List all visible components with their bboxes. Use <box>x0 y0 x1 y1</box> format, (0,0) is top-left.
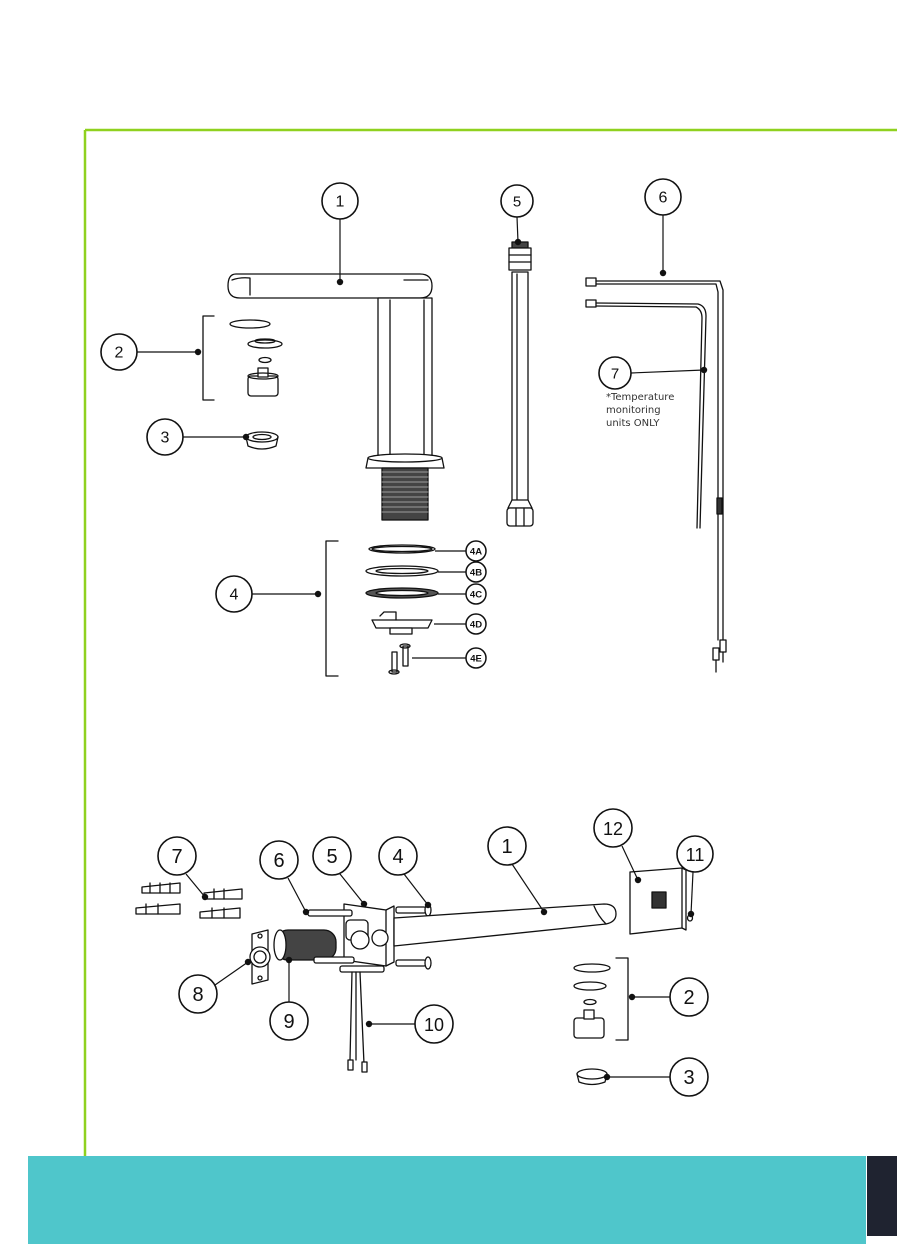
bottom-callout-7: 7 <box>158 837 196 875</box>
top-callout-3-label: 3 <box>161 430 170 447</box>
top-part-3-ring <box>246 432 278 449</box>
top-callout-7-leader-dot <box>701 367 707 373</box>
top-callout-4-label: 4 <box>230 587 239 604</box>
bottom-callout-11-leader <box>691 872 693 914</box>
bottom-callout-9-leader-dot <box>286 957 292 963</box>
bottom-callout-6-leader-dot <box>303 909 309 915</box>
top-sensor-cables <box>586 278 726 672</box>
bottom-callout-1-label: 1 <box>501 836 512 858</box>
bottom-callout-8-label: 8 <box>192 984 203 1006</box>
bottom-callout-2-leader-dot <box>629 994 635 1000</box>
top-callout-5-leader <box>517 217 518 242</box>
top-callout-7-label: 7 <box>611 366 619 383</box>
bottom-aerator-parts <box>574 958 628 1040</box>
top-aerator-parts <box>203 316 282 400</box>
bottom-callout-8-leader-dot <box>245 959 251 965</box>
bottom-callout-2: 2 <box>670 978 708 1016</box>
bottom-callout-6-leader <box>288 878 306 912</box>
bottom-callout-12-label: 12 <box>603 819 623 839</box>
top-callout-6: 6 <box>645 179 681 215</box>
bottom-callout-4: 4 <box>379 837 417 875</box>
bottom-callout-10: 10 <box>415 1005 453 1043</box>
top-callout-1-leader-dot <box>337 279 343 285</box>
bottom-callout-11-label: 11 <box>686 845 705 865</box>
bottom-callout-7-leader <box>186 874 205 897</box>
bottom-callout-12-leader-dot <box>635 877 641 883</box>
bottom-mounting-box <box>308 904 394 1072</box>
top-callout-4: 4 <box>216 576 252 612</box>
bottom-callout-5-leader-dot <box>361 901 367 907</box>
bottom-callout-11-leader-dot <box>688 911 694 917</box>
top-callout-2-label: 2 <box>115 345 124 362</box>
note-line-3: units ONLY <box>606 418 660 429</box>
bottom-callout-8-leader <box>215 962 248 985</box>
sub-callout-4c-label: 4C <box>470 590 482 601</box>
sub-callout-4b-label: 4B <box>470 568 482 579</box>
bottom-callout-3-label: 3 <box>683 1067 694 1089</box>
bottom-callout-6: 6 <box>260 841 298 879</box>
bottom-callout-4-label: 4 <box>392 846 403 868</box>
top-fixing-kit <box>326 541 438 676</box>
top-callout-7: 7 <box>599 357 631 389</box>
top-callout-7-leader <box>631 370 704 373</box>
top-callout-1: 1 <box>322 183 358 219</box>
sub-callout-4e: 4E <box>466 648 486 668</box>
top-callout-6-leader-dot <box>660 270 666 276</box>
sub-callout-4d-label: 4D <box>470 620 482 631</box>
bottom-callout-3: 3 <box>670 1058 708 1096</box>
top-callout-4-leader-dot <box>315 591 321 597</box>
sub-callout-4e-label: 4E <box>470 654 482 665</box>
sub-callout-4a: 4A <box>466 541 486 561</box>
bottom-callout-7-leader-dot <box>202 894 208 900</box>
footer-dark-tab <box>867 1156 897 1236</box>
bottom-callout-5-leader <box>340 874 364 904</box>
bottom-callout-2-label: 2 <box>683 987 694 1009</box>
bottom-callout-6-label: 6 <box>273 850 284 872</box>
bottom-part-3-ring <box>577 1069 607 1085</box>
bottom-callout-9: 9 <box>270 1002 308 1040</box>
bottom-callout-9-label: 9 <box>283 1011 294 1033</box>
bottom-callout-1: 1 <box>488 827 526 865</box>
bottom-threaded-sleeve <box>274 930 336 960</box>
top-callout-3-leader-dot <box>243 434 249 440</box>
top-callout-5-leader-dot <box>515 239 521 245</box>
top-callout-6-label: 6 <box>659 190 668 207</box>
sub-callout-4c: 4C <box>466 584 486 604</box>
top-tap-body <box>228 274 444 520</box>
bottom-callout-1-leader <box>512 864 544 912</box>
bottom-callout-10-leader-dot <box>366 1021 372 1027</box>
bottom-callout-5: 5 <box>313 837 351 875</box>
top-callout-5-label: 5 <box>513 194 521 211</box>
bottom-wall-bracket <box>250 930 270 984</box>
top-callout-2: 2 <box>101 334 137 370</box>
bottom-callout-5-label: 5 <box>326 846 337 868</box>
top-callout-3: 3 <box>147 419 183 455</box>
bottom-callout-8: 8 <box>179 975 217 1013</box>
top-callout-2-leader-dot <box>195 349 201 355</box>
bottom-callout-10-label: 10 <box>424 1015 444 1035</box>
note-line-2: monitoring <box>606 405 661 416</box>
note-line-1: *Temperature <box>606 392 674 403</box>
sub-callout-4a-label: 4A <box>470 547 482 558</box>
bottom-callout-7-label: 7 <box>171 846 182 868</box>
bottom-callout-12: 12 <box>594 809 632 847</box>
bottom-callout-11: 11 <box>677 836 713 872</box>
top-callout-5: 5 <box>501 185 533 217</box>
bottom-callout-4-leader <box>404 874 428 905</box>
sub-callout-4b: 4B <box>466 562 486 582</box>
top-callout-1-label: 1 <box>336 194 345 211</box>
bottom-wall-plugs <box>136 883 242 918</box>
bottom-callout-4-leader-dot <box>425 902 431 908</box>
sub-callout-4d: 4D <box>466 614 486 634</box>
bottom-callout-1-leader-dot <box>541 909 547 915</box>
footer-band <box>28 1156 866 1244</box>
bottom-callout-3-leader-dot <box>604 1074 610 1080</box>
top-flexible-hose <box>507 242 533 526</box>
